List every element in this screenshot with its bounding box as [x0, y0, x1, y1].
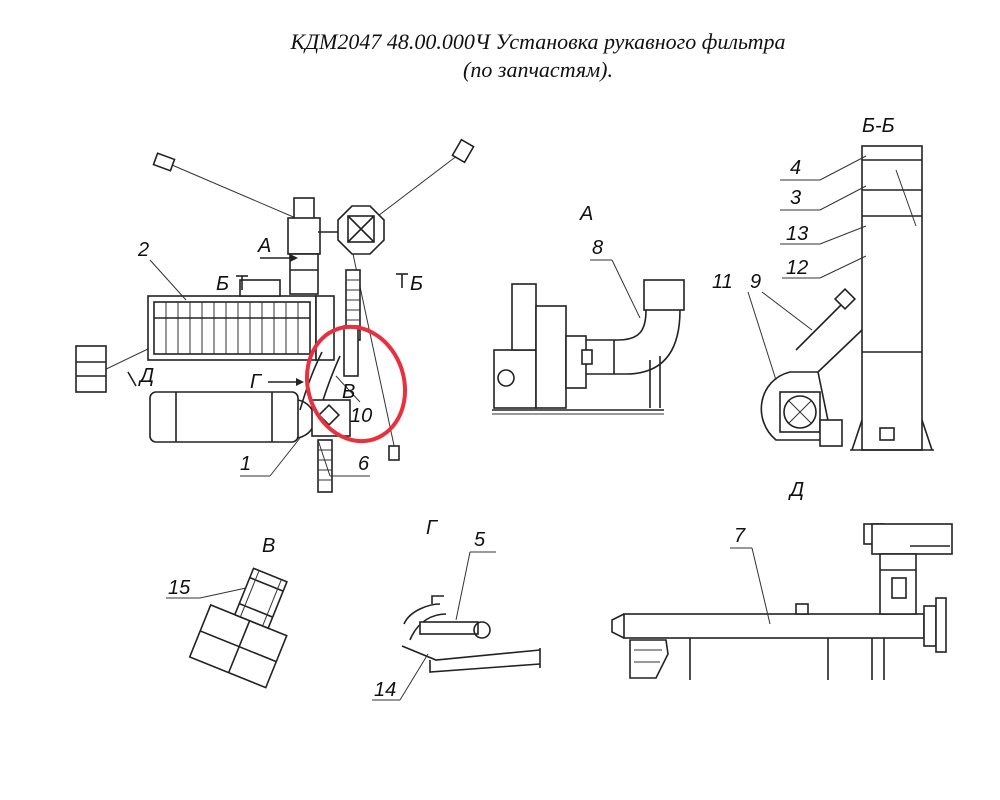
part-label-1: 1 — [240, 453, 251, 475]
view-label-a: А — [579, 203, 593, 225]
part-label-2: 2 — [137, 239, 149, 261]
part-label-12: 12 — [786, 257, 808, 279]
view-label-b-b: Б-Б — [862, 115, 895, 137]
part-label-11: 11 — [712, 271, 733, 293]
title-line-1: КДМ2047 48.00.000Ч Установка рукавного ф… — [290, 29, 786, 54]
view-a: А 8 — [492, 203, 685, 415]
view-b-b: Б-Б 4 3 13 12 — [712, 115, 934, 451]
part-label-3: 3 — [790, 187, 801, 209]
part-label-5: 5 — [474, 529, 486, 551]
view-label-d: Д — [788, 479, 804, 501]
part-label-6: 6 — [358, 453, 370, 475]
arrow-label-a: А — [257, 235, 271, 257]
part-label-7: 7 — [734, 525, 746, 547]
part-label-9: 9 — [750, 271, 761, 293]
part-label-4: 4 — [790, 157, 801, 179]
view-d: Д 7 — [611, 479, 953, 680]
arrow-label-d: Д — [138, 365, 154, 387]
view-label-g: Г — [426, 517, 439, 539]
part-label-10: 10 — [350, 405, 372, 427]
label-v: В — [342, 381, 355, 403]
arrow-label-b-left: Б — [216, 273, 229, 295]
part-label-8: 8 — [592, 237, 603, 259]
title-line-2: (по запчастям). — [463, 57, 613, 82]
view-g: Г 5 14 — [372, 517, 541, 701]
main-view: 2 А Б Б Г Д В 10 1 6 — [75, 138, 475, 493]
part-label-14: 14 — [374, 679, 396, 701]
part-label-13: 13 — [786, 223, 808, 245]
highlight-ellipse — [304, 324, 408, 444]
drawing-title: КДМ2047 48.00.000Ч Установка рукавного ф… — [0, 28, 1000, 84]
part-label-15: 15 — [168, 577, 191, 599]
arrow-label-b-right: Б — [410, 273, 423, 295]
arrow-label-g: Г — [250, 371, 263, 393]
view-v: В 15 — [166, 535, 288, 689]
view-label-v: В — [262, 535, 275, 557]
